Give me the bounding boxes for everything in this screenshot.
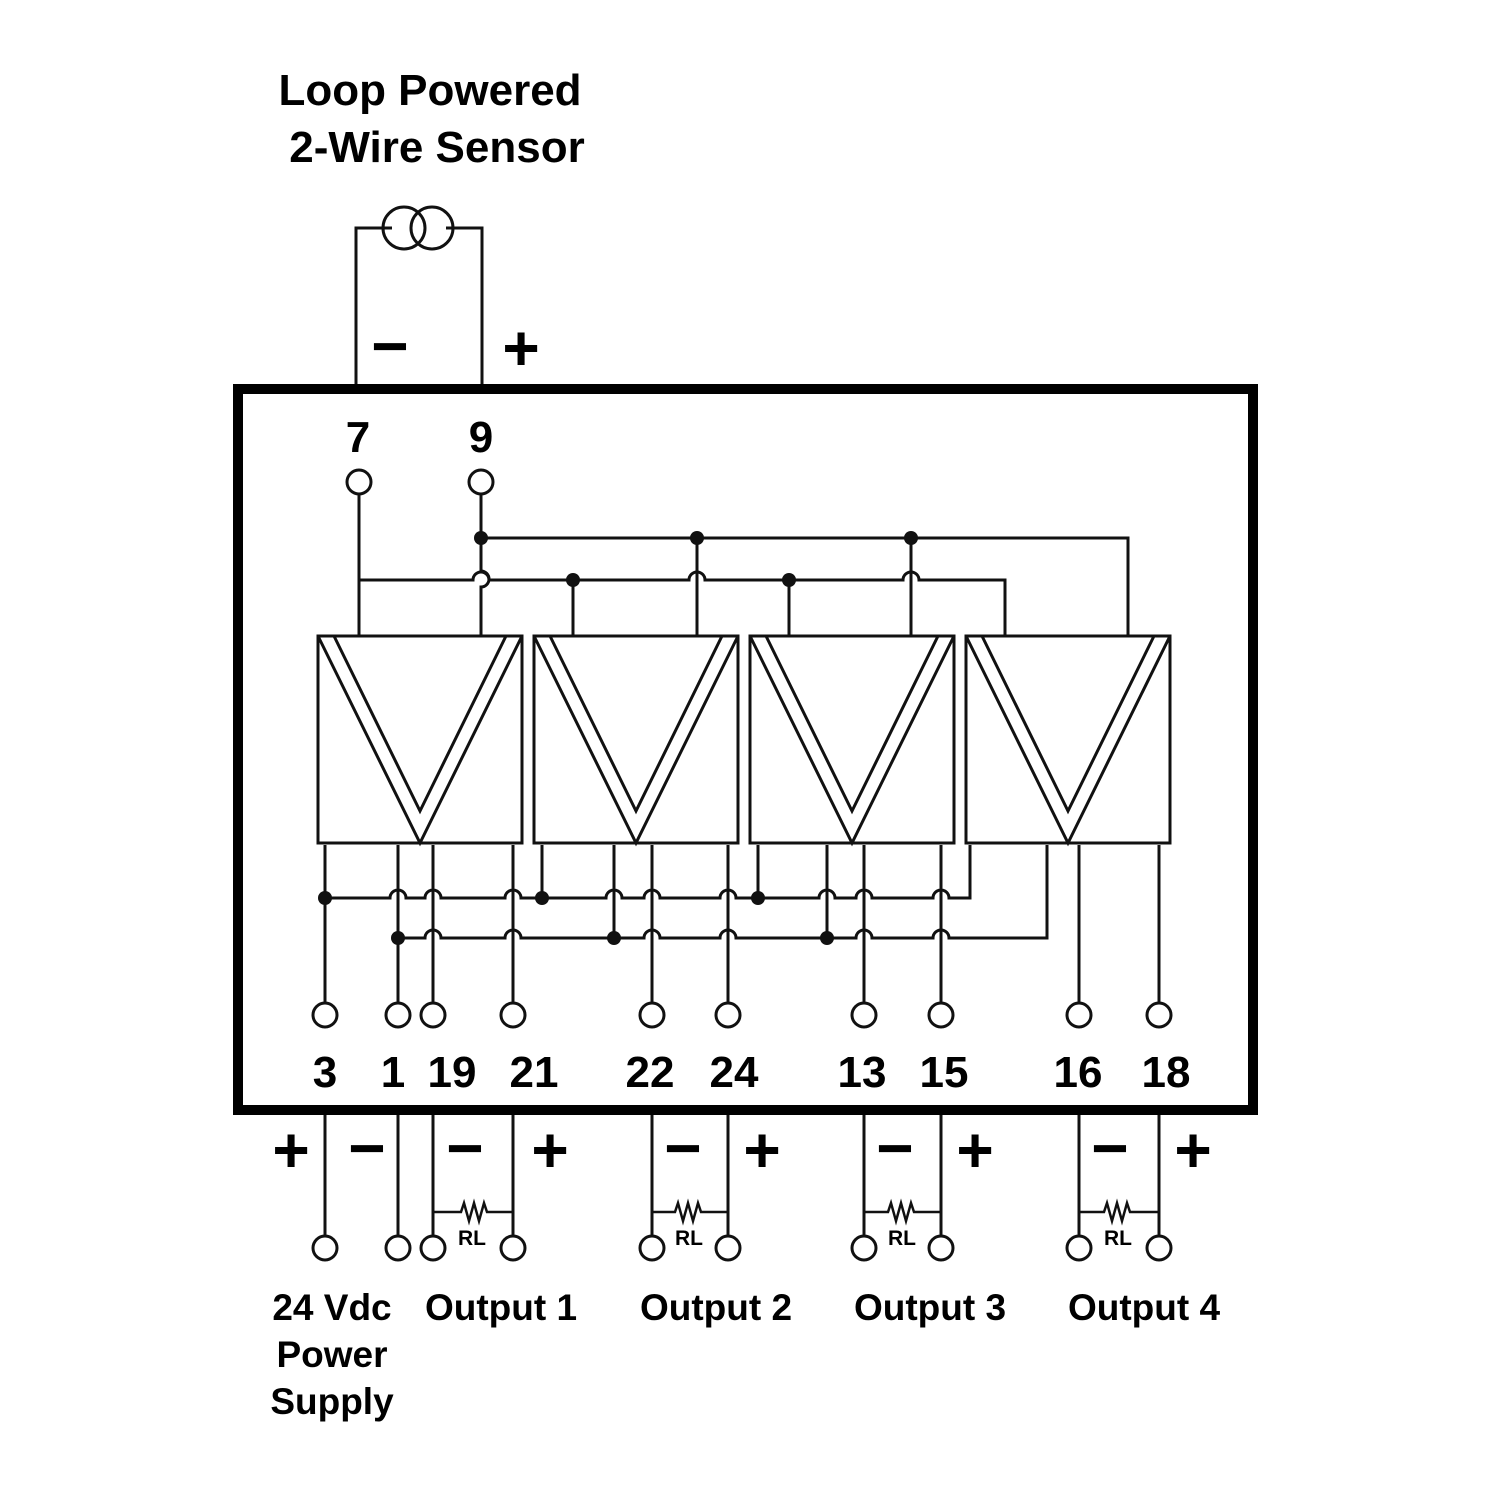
output-3-plus-sign: + [956,1114,993,1186]
output-terminals [311,1001,1173,1029]
load-label-2: RL [675,1227,703,1250]
output-4-label: Output 4 [1068,1287,1221,1328]
resistor-icon [433,1198,1159,1226]
output-bus-wiring [323,845,1161,1002]
output-1-plus-sign: + [531,1114,568,1186]
input-bus-wiring [357,495,1130,636]
terminal-16 [1065,1001,1093,1029]
terminal-24 [714,1001,742,1029]
isolator-channel-4 [964,634,1172,847]
terminal-7-label: 7 [346,413,370,462]
output-junctions [318,891,834,945]
terminal-24-label: 24 [710,1048,759,1097]
terminal-13 [850,1001,878,1029]
terminal-9-label: 9 [469,413,493,462]
field-terminals [311,1234,1173,1262]
sensor-minus-sign: − [371,310,408,382]
terminal-3 [311,1001,339,1029]
power-supply-label-line-1: 24 Vdc [272,1287,391,1328]
terminal-3-label: 3 [313,1048,337,1097]
field-wiring [323,1115,1161,1236]
terminal-16-label: 16 [1054,1048,1103,1097]
isolator-channel-3 [748,634,956,847]
load-label-1: RL [458,1227,486,1250]
output-3-minus-sign: − [876,1112,913,1184]
title-line-2: 2-Wire Sensor [289,123,584,172]
power-supply-label-line-2: Power [276,1334,387,1375]
terminal-15 [927,1001,955,1029]
terminal-15-label: 15 [920,1048,969,1097]
current-source-icon [354,205,484,385]
terminal-21 [499,1001,527,1029]
terminal-18 [1145,1001,1173,1029]
output-2-plus-sign: + [743,1114,780,1186]
terminal-19-label: 19 [428,1048,477,1097]
load-label-3: RL [888,1227,916,1250]
power-supply-label-line-3: Supply [270,1381,394,1422]
load-label-4: RL [1104,1227,1132,1250]
terminal-19 [419,1001,447,1029]
output-4-minus-sign: − [1091,1112,1128,1184]
output-4-plus-sign: + [1174,1114,1211,1186]
title-line-1: Loop Powered [278,66,581,115]
terminal-22-label: 22 [626,1048,675,1097]
output-2-label: Output 2 [640,1287,792,1328]
terminal-1-label: 1 [381,1048,405,1097]
terminal-22 [638,1001,666,1029]
isolator-channel-2 [532,634,740,847]
terminal-18-label: 18 [1142,1048,1191,1097]
terminal-21-label: 21 [510,1048,559,1097]
output-3-label: Output 3 [854,1287,1006,1328]
isolator-housing [233,384,1258,1115]
output-1-minus-sign: − [446,1112,483,1184]
terminal-1 [384,1001,412,1029]
supply-plus-sign: + [272,1114,309,1186]
output-2-minus-sign: − [664,1112,701,1184]
terminal-7 [345,468,373,496]
input-junctions [474,531,918,587]
isolator-channel-1 [316,634,524,847]
sensor-plus-sign: + [502,312,539,384]
output-1-label: Output 1 [425,1287,577,1328]
terminal-13-label: 13 [838,1048,887,1097]
supply-minus-sign: − [348,1112,385,1184]
terminal-9 [467,468,495,496]
